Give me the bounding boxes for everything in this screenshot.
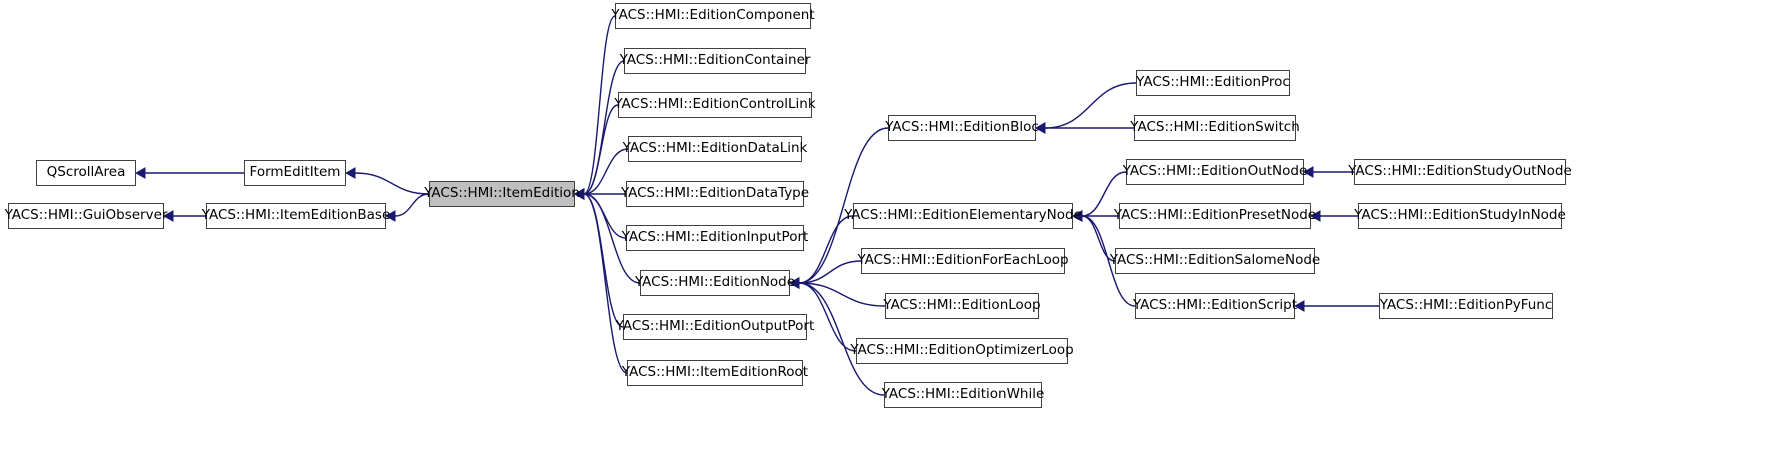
class-node-editiondatalink[interactable]: YACS::HMI::EditionDataLink <box>623 136 807 162</box>
class-node-editionswitch[interactable]: YACS::HMI::EditionSwitch <box>1130 115 1300 141</box>
class-node-itemedition[interactable]: YACS::HMI::ItemEdition <box>424 181 580 207</box>
inheritance-edge <box>354 172 430 195</box>
class-node-editionnode[interactable]: YACS::HMI::EditionNode <box>635 270 795 296</box>
class-node-label: YACS::HMI::EditionOutputPort <box>615 318 815 335</box>
class-node-editionloop[interactable]: YACS::HMI::EditionLoop <box>883 293 1041 319</box>
class-node-editioncontrollink[interactable]: YACS::HMI::EditionControlLink <box>614 92 816 118</box>
class-node-editionoutputport[interactable]: YACS::HMI::EditionOutputPort <box>616 314 814 340</box>
class-node-label: YACS::HMI::EditionElementaryNode <box>844 207 1082 224</box>
class-node-label: QScrollArea <box>46 164 126 181</box>
class-node-itemeditionroot[interactable]: YACS::HMI::ItemEditionRoot <box>622 360 808 386</box>
class-node-editioncontainer[interactable]: YACS::HMI::EditionContainer <box>620 48 810 74</box>
class-node-label: YACS::HMI::EditionPyFunc <box>1379 297 1553 314</box>
class-node-editionstudyoutnode[interactable]: YACS::HMI::EditionStudyOutNode <box>1348 159 1572 185</box>
class-node-editionstudyinnode[interactable]: YACS::HMI::EditionStudyInNode <box>1354 203 1566 229</box>
class-node-label: YACS::HMI::EditionStudyOutNode <box>1348 163 1572 180</box>
class-node-editionpresetnode[interactable]: YACS::HMI::EditionPresetNode <box>1114 203 1316 229</box>
class-node-label: YACS::HMI::EditionControlLink <box>614 96 816 113</box>
class-node-label: YACS::HMI::EditionContainer <box>619 52 811 69</box>
class-node-label: YACS::HMI::EditionComponent <box>611 7 815 24</box>
class-node-editionproc[interactable]: YACS::HMI::EditionProc <box>1136 70 1290 96</box>
class-node-qscrollarea[interactable]: QScrollArea <box>36 160 136 186</box>
class-node-label: YACS::HMI::EditionLoop <box>883 297 1041 314</box>
inheritance-edge <box>798 215 854 284</box>
class-node-label: YACS::HMI::EditionPresetNode <box>1113 207 1317 224</box>
class-node-editionbloc[interactable]: YACS::HMI::EditionBloc <box>885 115 1039 141</box>
inheritance-edge <box>583 60 625 195</box>
edge-arrowhead <box>134 167 146 179</box>
class-node-label: YACS::HMI::EditionBloc <box>885 119 1039 136</box>
class-node-editioncomponent[interactable]: YACS::HMI::EditionComponent <box>611 3 815 29</box>
inheritance-edge <box>583 104 619 195</box>
class-node-label: YACS::HMI::ItemEditionRoot <box>621 364 809 381</box>
inheritance-edge <box>583 15 616 195</box>
class-node-editiondatatype[interactable]: YACS::HMI::EditionDataType <box>621 181 809 207</box>
class-node-editionpyfunc[interactable]: YACS::HMI::EditionPyFunc <box>1379 293 1553 319</box>
inheritance-edge <box>583 193 624 328</box>
class-node-guiobserver[interactable]: YACS::HMI::GuiObserver <box>5 203 167 229</box>
class-node-formedititem[interactable]: FormEditItem <box>244 160 346 186</box>
class-node-label: YACS::HMI::EditionProc <box>1136 74 1290 91</box>
class-node-label: YACS::HMI::EditionSalomeNode <box>1109 252 1321 269</box>
class-node-label: YACS::HMI::EditionOutNode <box>1122 163 1308 180</box>
class-node-label: YACS::HMI::EditionDataType <box>620 185 810 202</box>
inheritance-edge <box>798 282 857 352</box>
class-node-editionoutnode[interactable]: YACS::HMI::EditionOutNode <box>1123 159 1307 185</box>
edge-arrowhead <box>344 167 356 179</box>
class-node-editionscript[interactable]: YACS::HMI::EditionScript <box>1132 293 1298 319</box>
class-node-editionelementarynode[interactable]: YACS::HMI::EditionElementaryNode <box>844 203 1082 229</box>
class-node-label: YACS::HMI::EditionScript <box>1132 297 1298 314</box>
class-node-label: YACS::HMI::ItemEdition <box>424 185 580 202</box>
class-node-editionforeachloop[interactable]: YACS::HMI::EditionForEachLoop <box>857 248 1069 274</box>
class-node-editionwhile[interactable]: YACS::HMI::EditionWhile <box>881 382 1045 408</box>
class-node-label: YACS::HMI::GuiObserver <box>4 207 168 224</box>
class-node-label: YACS::HMI::EditionNode <box>634 274 796 291</box>
class-node-label: YACS::HMI::EditionOptimizerLoop <box>850 342 1074 359</box>
inheritance-edge <box>798 260 862 284</box>
inheritance-edge <box>583 193 627 239</box>
class-node-label: YACS::HMI::EditionStudyInNode <box>1354 207 1566 224</box>
class-node-label: YACS::HMI::EditionSwitch <box>1130 119 1300 136</box>
class-node-label: YACS::HMI::ItemEditionBase <box>201 207 391 224</box>
class-node-editioninputport[interactable]: YACS::HMI::EditionInputPort <box>622 225 808 251</box>
class-node-itemeditionbase[interactable]: YACS::HMI::ItemEditionBase <box>202 203 390 229</box>
inheritance-edge <box>583 193 628 374</box>
inheritance-edge <box>798 282 886 307</box>
inheritance-edge <box>1044 82 1137 129</box>
class-node-label: YACS::HMI::EditionWhile <box>881 386 1045 403</box>
class-node-label: YACS::HMI::EditionDataLink <box>622 140 808 157</box>
class-node-label: YACS::HMI::EditionInputPort <box>621 229 809 246</box>
class-node-editionsalomenode[interactable]: YACS::HMI::EditionSalomeNode <box>1110 248 1320 274</box>
class-node-label: FormEditItem <box>249 164 341 181</box>
class-node-label: YACS::HMI::EditionForEachLoop <box>857 252 1069 269</box>
class-node-editionoptimizerloop[interactable]: YACS::HMI::EditionOptimizerLoop <box>850 338 1074 364</box>
